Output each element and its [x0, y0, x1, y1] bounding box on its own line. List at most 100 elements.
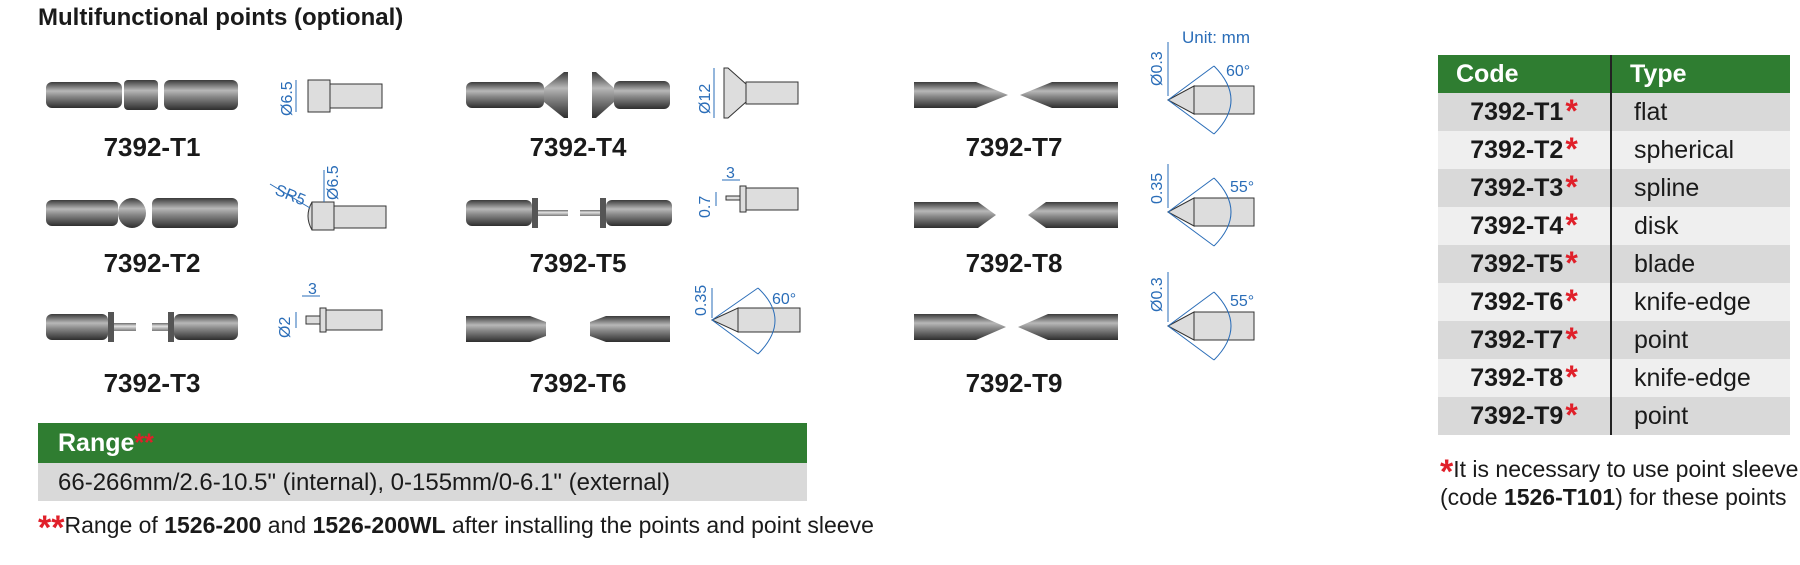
- point-code-t2: 7392-T2: [103, 248, 201, 278]
- table-row: 7392-T5* blade: [1438, 245, 1790, 283]
- table-cell-type: point: [1611, 321, 1790, 359]
- table-row-star: *: [1565, 92, 1578, 129]
- point-code-t4: 7392-T4: [529, 132, 627, 162]
- svg-text:3: 3: [308, 281, 317, 298]
- page-title: Multifunctional points (optional): [38, 4, 404, 31]
- table-header-code: Code: [1438, 55, 1612, 93]
- table-row: 7392-T2* spherical: [1438, 131, 1790, 169]
- table-cell-type: spline: [1611, 169, 1790, 207]
- range-note: **Range of 1526-200 and 1526-200WL after…: [38, 511, 874, 545]
- range-header: Range**: [38, 423, 807, 463]
- unit-label: Unit: mm: [1182, 28, 1250, 47]
- table-header-type: Type: [1611, 55, 1790, 93]
- point-code-t8: 7392-T8: [965, 248, 1063, 278]
- dimension-drawing-t7: Ø0.3 60°: [1149, 42, 1255, 135]
- svg-text:3: 3: [726, 165, 735, 182]
- point-code-t9: 7392-T9: [965, 368, 1063, 398]
- table-row-star: *: [1565, 168, 1578, 205]
- table-cell-code: 7392-T6: [1470, 287, 1564, 316]
- table-row-star: *: [1565, 244, 1578, 281]
- table-cell-code: 7392-T3: [1470, 173, 1564, 202]
- point-photo-t8: [914, 202, 1118, 228]
- table-cell-type: knife-edge: [1611, 283, 1790, 321]
- point-code-t6: 7392-T6: [529, 368, 627, 398]
- range-header-label: Range: [58, 429, 135, 457]
- table-cell-code: 7392-T1: [1470, 97, 1564, 126]
- point-code-t5: 7392-T5: [529, 248, 627, 278]
- svg-text:60°: 60°: [772, 291, 796, 308]
- footnote-code: 1526-T101: [1503, 484, 1616, 510]
- table-row: 7392-T6* knife-edge: [1438, 283, 1790, 321]
- point-photo-t9: [914, 314, 1118, 340]
- table-cell-code: 7392-T4: [1470, 211, 1564, 240]
- table-row-star: *: [1565, 206, 1578, 243]
- svg-text:Ø6.5: Ø6.5: [279, 81, 296, 116]
- svg-text:55°: 55°: [1230, 179, 1254, 196]
- table-row-star: *: [1565, 396, 1578, 433]
- dimension-drawing-t2: SR5 Ø6.5: [269, 165, 387, 231]
- dimension-drawing-t5: 3 0.7: [697, 165, 799, 218]
- point-photo-t7: [914, 82, 1118, 108]
- table-row-star: *: [1565, 320, 1578, 357]
- table-cell-code: 7392-T2: [1470, 135, 1564, 164]
- range-value: 66-266mm/2.6-10.5" (internal), 0-155mm/0…: [38, 463, 807, 501]
- point-code-t7: 7392-T7: [965, 132, 1063, 162]
- table-row: 7392-T7* point: [1438, 321, 1790, 359]
- point-code-t1: 7392-T1: [103, 132, 201, 162]
- dimension-drawing-t6: 0.35 60°: [693, 285, 801, 355]
- svg-text:60°: 60°: [1226, 63, 1250, 80]
- table-cell-type: point: [1611, 397, 1790, 435]
- svg-text:Ø12: Ø12: [697, 84, 714, 114]
- svg-text:SR5: SR5: [273, 182, 308, 209]
- point-sleeve-note: *It is necessary to use point sleeve (co…: [1440, 455, 1800, 511]
- table-cell-type: knife-edge: [1611, 359, 1790, 397]
- table-row: 7392-T9* point: [1438, 397, 1790, 435]
- range-note-prefix: Range of: [64, 512, 165, 538]
- table-row: 7392-T1* flat: [1438, 93, 1790, 131]
- table-cell-type: blade: [1611, 245, 1790, 283]
- point-photo-t6: [466, 316, 670, 342]
- footnote-mark: *: [1440, 453, 1454, 491]
- svg-text:0.35: 0.35: [693, 285, 710, 316]
- point-photo-t4: [466, 72, 670, 118]
- point-photo-t5: [466, 198, 672, 228]
- table-cell-code: 7392-T9: [1470, 401, 1564, 430]
- dimension-drawing-t4: Ø12: [697, 67, 799, 119]
- range-note-model1: 1526-200: [164, 512, 262, 538]
- point-photo-t2: [46, 198, 238, 228]
- dimension-drawing-t1: Ø6.5: [279, 79, 383, 116]
- table-row: 7392-T4* disk: [1438, 207, 1790, 245]
- table-cell-type: disk: [1611, 207, 1790, 245]
- table-row: 7392-T3* spline: [1438, 169, 1790, 207]
- footnote-prefix: It is necessary to use point sleeve (cod…: [1440, 456, 1799, 510]
- range-note-mid: and: [261, 512, 313, 538]
- dimension-drawing-t9: Ø0.3 55°: [1149, 272, 1255, 361]
- range-note-mark: **: [38, 509, 65, 547]
- table-cell-code: 7392-T7: [1470, 325, 1564, 354]
- svg-text:0.7: 0.7: [697, 196, 714, 218]
- svg-text:Ø0.3: Ø0.3: [1149, 51, 1166, 86]
- table-row-star: *: [1565, 282, 1578, 319]
- point-photo-t3: [46, 312, 238, 342]
- range-header-mark: **: [134, 429, 154, 457]
- table-cell-type: flat: [1611, 93, 1790, 131]
- table-cell-code: 7392-T5: [1470, 249, 1564, 278]
- point-code-t3: 7392-T3: [103, 368, 201, 398]
- svg-text:Ø6.5: Ø6.5: [325, 165, 342, 200]
- svg-text:Ø2: Ø2: [277, 317, 294, 338]
- svg-text:Ø0.3: Ø0.3: [1149, 277, 1166, 312]
- table-row: 7392-T8* knife-edge: [1438, 359, 1790, 397]
- point-photo-t1: [46, 80, 238, 110]
- table-row-star: *: [1565, 358, 1578, 395]
- code-type-table: Code Type 7392-T1*flat 7392-T2*spherical…: [1438, 55, 1790, 435]
- table-cell-code: 7392-T8: [1470, 363, 1564, 392]
- dimension-drawing-t8: 0.35 55°: [1149, 164, 1255, 247]
- range-note-model2: 1526-200WL: [312, 512, 446, 538]
- footnote-suffix: ) for these points: [1615, 484, 1787, 510]
- svg-text:0.35: 0.35: [1149, 173, 1166, 204]
- range-note-suffix: after installing the points and point sl…: [445, 512, 874, 538]
- table-cell-type: spherical: [1611, 131, 1790, 169]
- table-row-star: *: [1565, 130, 1578, 167]
- dimension-drawing-t3: 3 Ø2: [277, 281, 383, 338]
- svg-text:55°: 55°: [1230, 293, 1254, 310]
